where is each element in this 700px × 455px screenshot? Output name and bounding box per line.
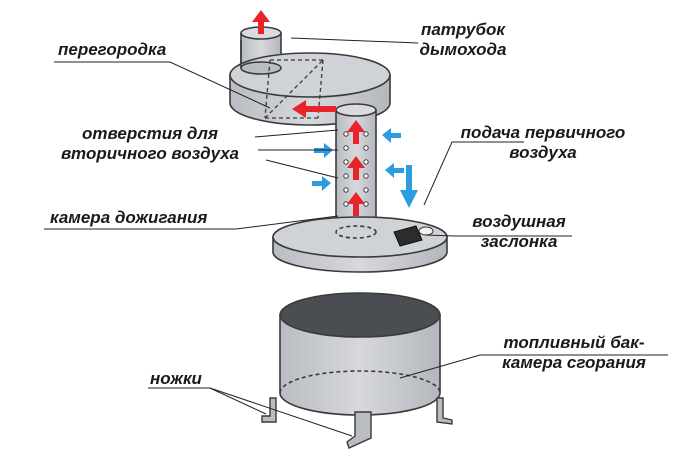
red-arrow-up-3 — [347, 192, 365, 216]
flue-gas-arrows — [252, 10, 365, 216]
red-arrow-up-chimney — [252, 10, 270, 34]
leader-primary-air — [423, 141, 524, 206]
blue-arrow-right-2 — [312, 176, 331, 191]
label-partition: перегородка — [58, 40, 166, 60]
label-fuel-tank-line2: камера сгорания — [502, 353, 646, 372]
label-legs-text: ножки — [150, 369, 202, 388]
label-secondary-air-line2: вторичного воздуха — [61, 144, 239, 163]
label-chimney-pipe: патрубок дымохода — [408, 20, 518, 60]
blue-arrow-down-primary — [400, 165, 418, 208]
leader-lines — [44, 37, 668, 437]
leader-holes-3 — [265, 159, 339, 179]
label-partition-text: перегородка — [58, 40, 167, 59]
label-chimney-pipe-line1: патрубок — [420, 20, 506, 39]
label-secondary-air-line1: отверстия для — [82, 124, 218, 143]
label-primary-air-line1: подача первичного — [460, 123, 626, 142]
label-afterburner: камера дожигания — [50, 208, 207, 228]
label-legs: ножки — [150, 369, 202, 389]
leader-legs-2 — [209, 387, 353, 437]
fuel-tank — [279, 292, 441, 416]
leader-afterburner — [44, 215, 339, 230]
label-air-damper-line1: воздушная — [472, 212, 566, 231]
leader-fuel-tank — [399, 354, 668, 379]
blue-arrow-left-1 — [382, 128, 401, 143]
label-air-damper-line2: заслонка — [480, 232, 558, 251]
label-fuel-tank-line1: топливный бак- — [503, 333, 645, 352]
legs — [261, 397, 453, 449]
label-primary-air: подача первичного воздуха — [454, 123, 632, 163]
label-fuel-tank: топливный бак- камера сгорания — [478, 333, 670, 373]
lid — [272, 216, 448, 273]
label-air-damper: воздушная заслонка — [463, 212, 575, 252]
red-arrow-up-1 — [347, 120, 365, 144]
blue-arrow-left-2 — [385, 163, 404, 178]
partition-plate — [264, 59, 324, 119]
secondary-air-holes — [343, 131, 369, 207]
label-chimney-pipe-line2: дымохода — [419, 40, 507, 59]
label-afterburner-text: камера дожигания — [50, 208, 208, 227]
label-primary-air-line2: воздуха — [509, 143, 577, 162]
red-arrow-left-top — [292, 100, 336, 118]
leader-holes-1 — [254, 129, 339, 138]
leader-damper — [424, 234, 572, 237]
leader-chimney — [290, 37, 419, 44]
leader-partition — [54, 61, 271, 109]
label-secondary-air: отверстия для вторичного воздуха — [34, 124, 266, 164]
red-arrow-up-2 — [347, 156, 365, 180]
